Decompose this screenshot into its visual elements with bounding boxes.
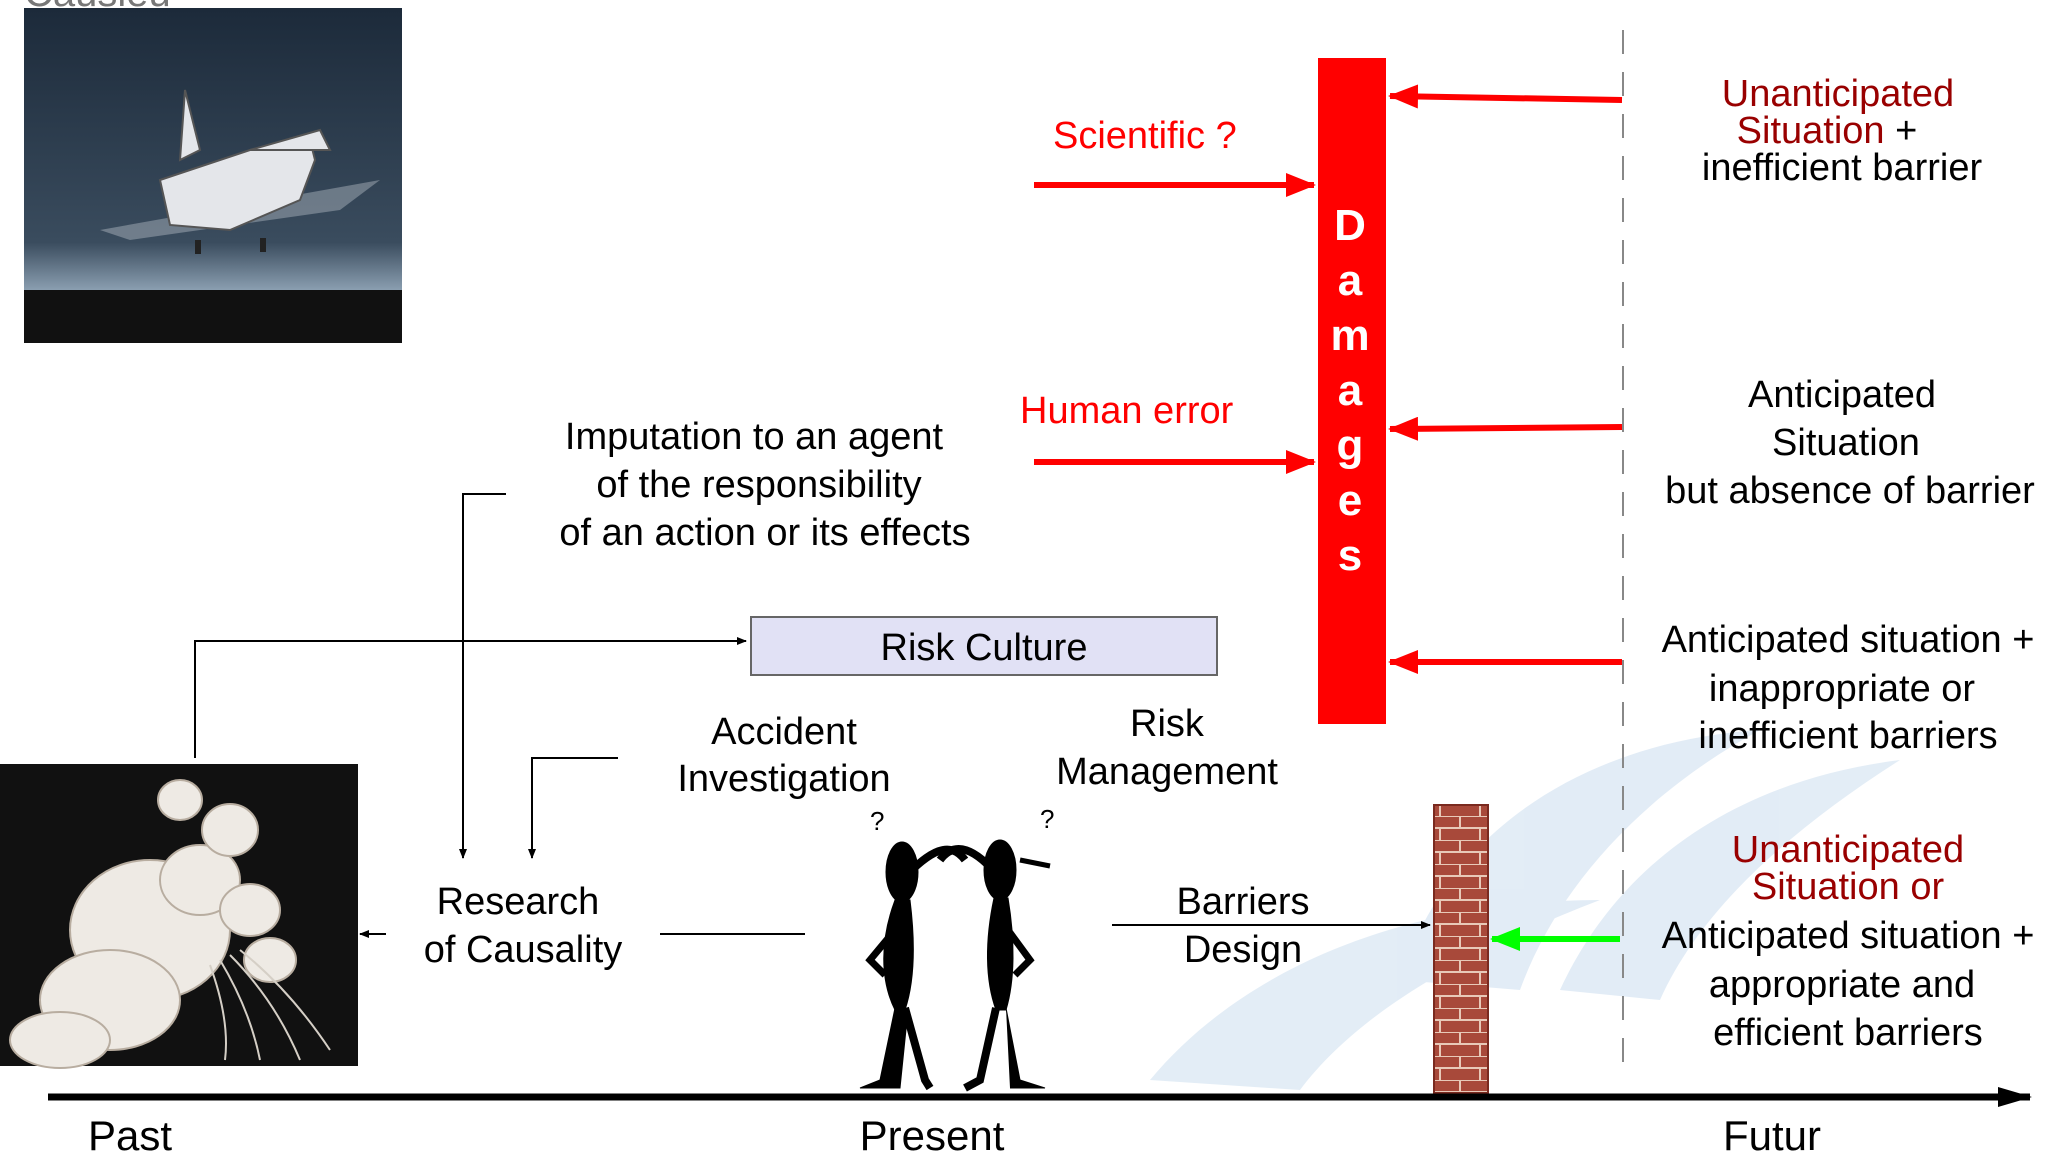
research-line: Research: [437, 881, 600, 923]
barriers-line: Barriers: [1176, 881, 1309, 923]
group3-line: inefficient barriers: [1698, 715, 1997, 757]
scientific-label: Scientific ?: [1053, 115, 1237, 157]
brick-wall-icon: [1433, 804, 1489, 1094]
shuttle-explosion-photo: [0, 764, 358, 1069]
group2-line: Situation: [1772, 422, 1920, 464]
imputation-text: Imputation to an agent of the responsibi…: [559, 416, 970, 554]
group4-black-line: efficient barriers: [1713, 1012, 1983, 1054]
right-annotations: Unanticipated Situation + inefficient ba…: [1662, 73, 2036, 1054]
group4-black-line: appropriate and: [1709, 964, 1975, 1006]
damages-letter: g: [1337, 421, 1364, 470]
group1-plus-span: +: [1885, 110, 1918, 152]
shuttle-landing-photo: [24, 8, 402, 343]
investigation-connector: [528, 757, 618, 859]
imputation-line: of an action or its effects: [559, 512, 970, 554]
group1-red-span: Situation: [1737, 110, 1885, 152]
risk-culture-box: [750, 616, 1218, 676]
timeline-past: Past: [88, 1112, 172, 1152]
risk-mgmt-line: Risk: [1130, 703, 1205, 745]
damages-letter: s: [1338, 531, 1362, 580]
group3-line: inappropriate or: [1709, 668, 1976, 710]
risk-culture-connector: [194, 637, 747, 758]
unanticipated-arrow: [1388, 84, 1623, 109]
barriers-line: Design: [1184, 929, 1302, 971]
damages-label: D a m a g e s: [1330, 201, 1369, 580]
timeline-present: Present: [860, 1112, 1005, 1152]
accident-line: Accident: [711, 711, 857, 753]
research-line: of Causality: [424, 929, 623, 971]
question-mark-right: ?: [1040, 804, 1054, 834]
damages-letter: D: [1334, 201, 1366, 250]
group3-line: Anticipated situation +: [1662, 619, 2035, 661]
thinking-figures-icon: ? ?: [859, 804, 1054, 1092]
group1-red-line: Unanticipated: [1722, 73, 1954, 115]
imputation-connector: [459, 493, 506, 859]
group2-line: but absence of barrier: [1665, 470, 2035, 512]
risk-mgmt-line: Management: [1056, 751, 1278, 793]
damages-letter: a: [1338, 366, 1363, 415]
damages-bar: [1318, 58, 1386, 724]
timeline-future: Futur: [1723, 1112, 1821, 1152]
timeline-labels: Past Present Futur: [88, 1112, 1821, 1152]
damages-letter: a: [1338, 256, 1363, 305]
human-error-label: Human error: [1020, 390, 1234, 432]
question-mark-left: ?: [870, 806, 884, 836]
accident-line: Investigation: [677, 758, 890, 800]
damages-letter: e: [1338, 476, 1362, 525]
left-labels: Accident Investigation Risk Management R…: [424, 703, 1310, 971]
group1-red-line2: Situation +: [1737, 110, 1918, 152]
group2-line: Anticipated: [1748, 374, 1936, 416]
risk-culture-label: Risk Culture: [881, 627, 1088, 669]
imputation-line: Imputation to an agent: [565, 416, 944, 458]
absence-barrier-arrow: [1388, 416, 1623, 441]
imputation-line: of the responsibility: [596, 464, 921, 506]
group4-black-line: Anticipated situation +: [1662, 915, 2035, 957]
group4-red-line: Unanticipated: [1732, 829, 1964, 871]
group1-black-line: inefficient barrier: [1702, 147, 1983, 189]
damages-letter: m: [1330, 311, 1369, 360]
group4-red-line: Situation or: [1752, 866, 1945, 908]
